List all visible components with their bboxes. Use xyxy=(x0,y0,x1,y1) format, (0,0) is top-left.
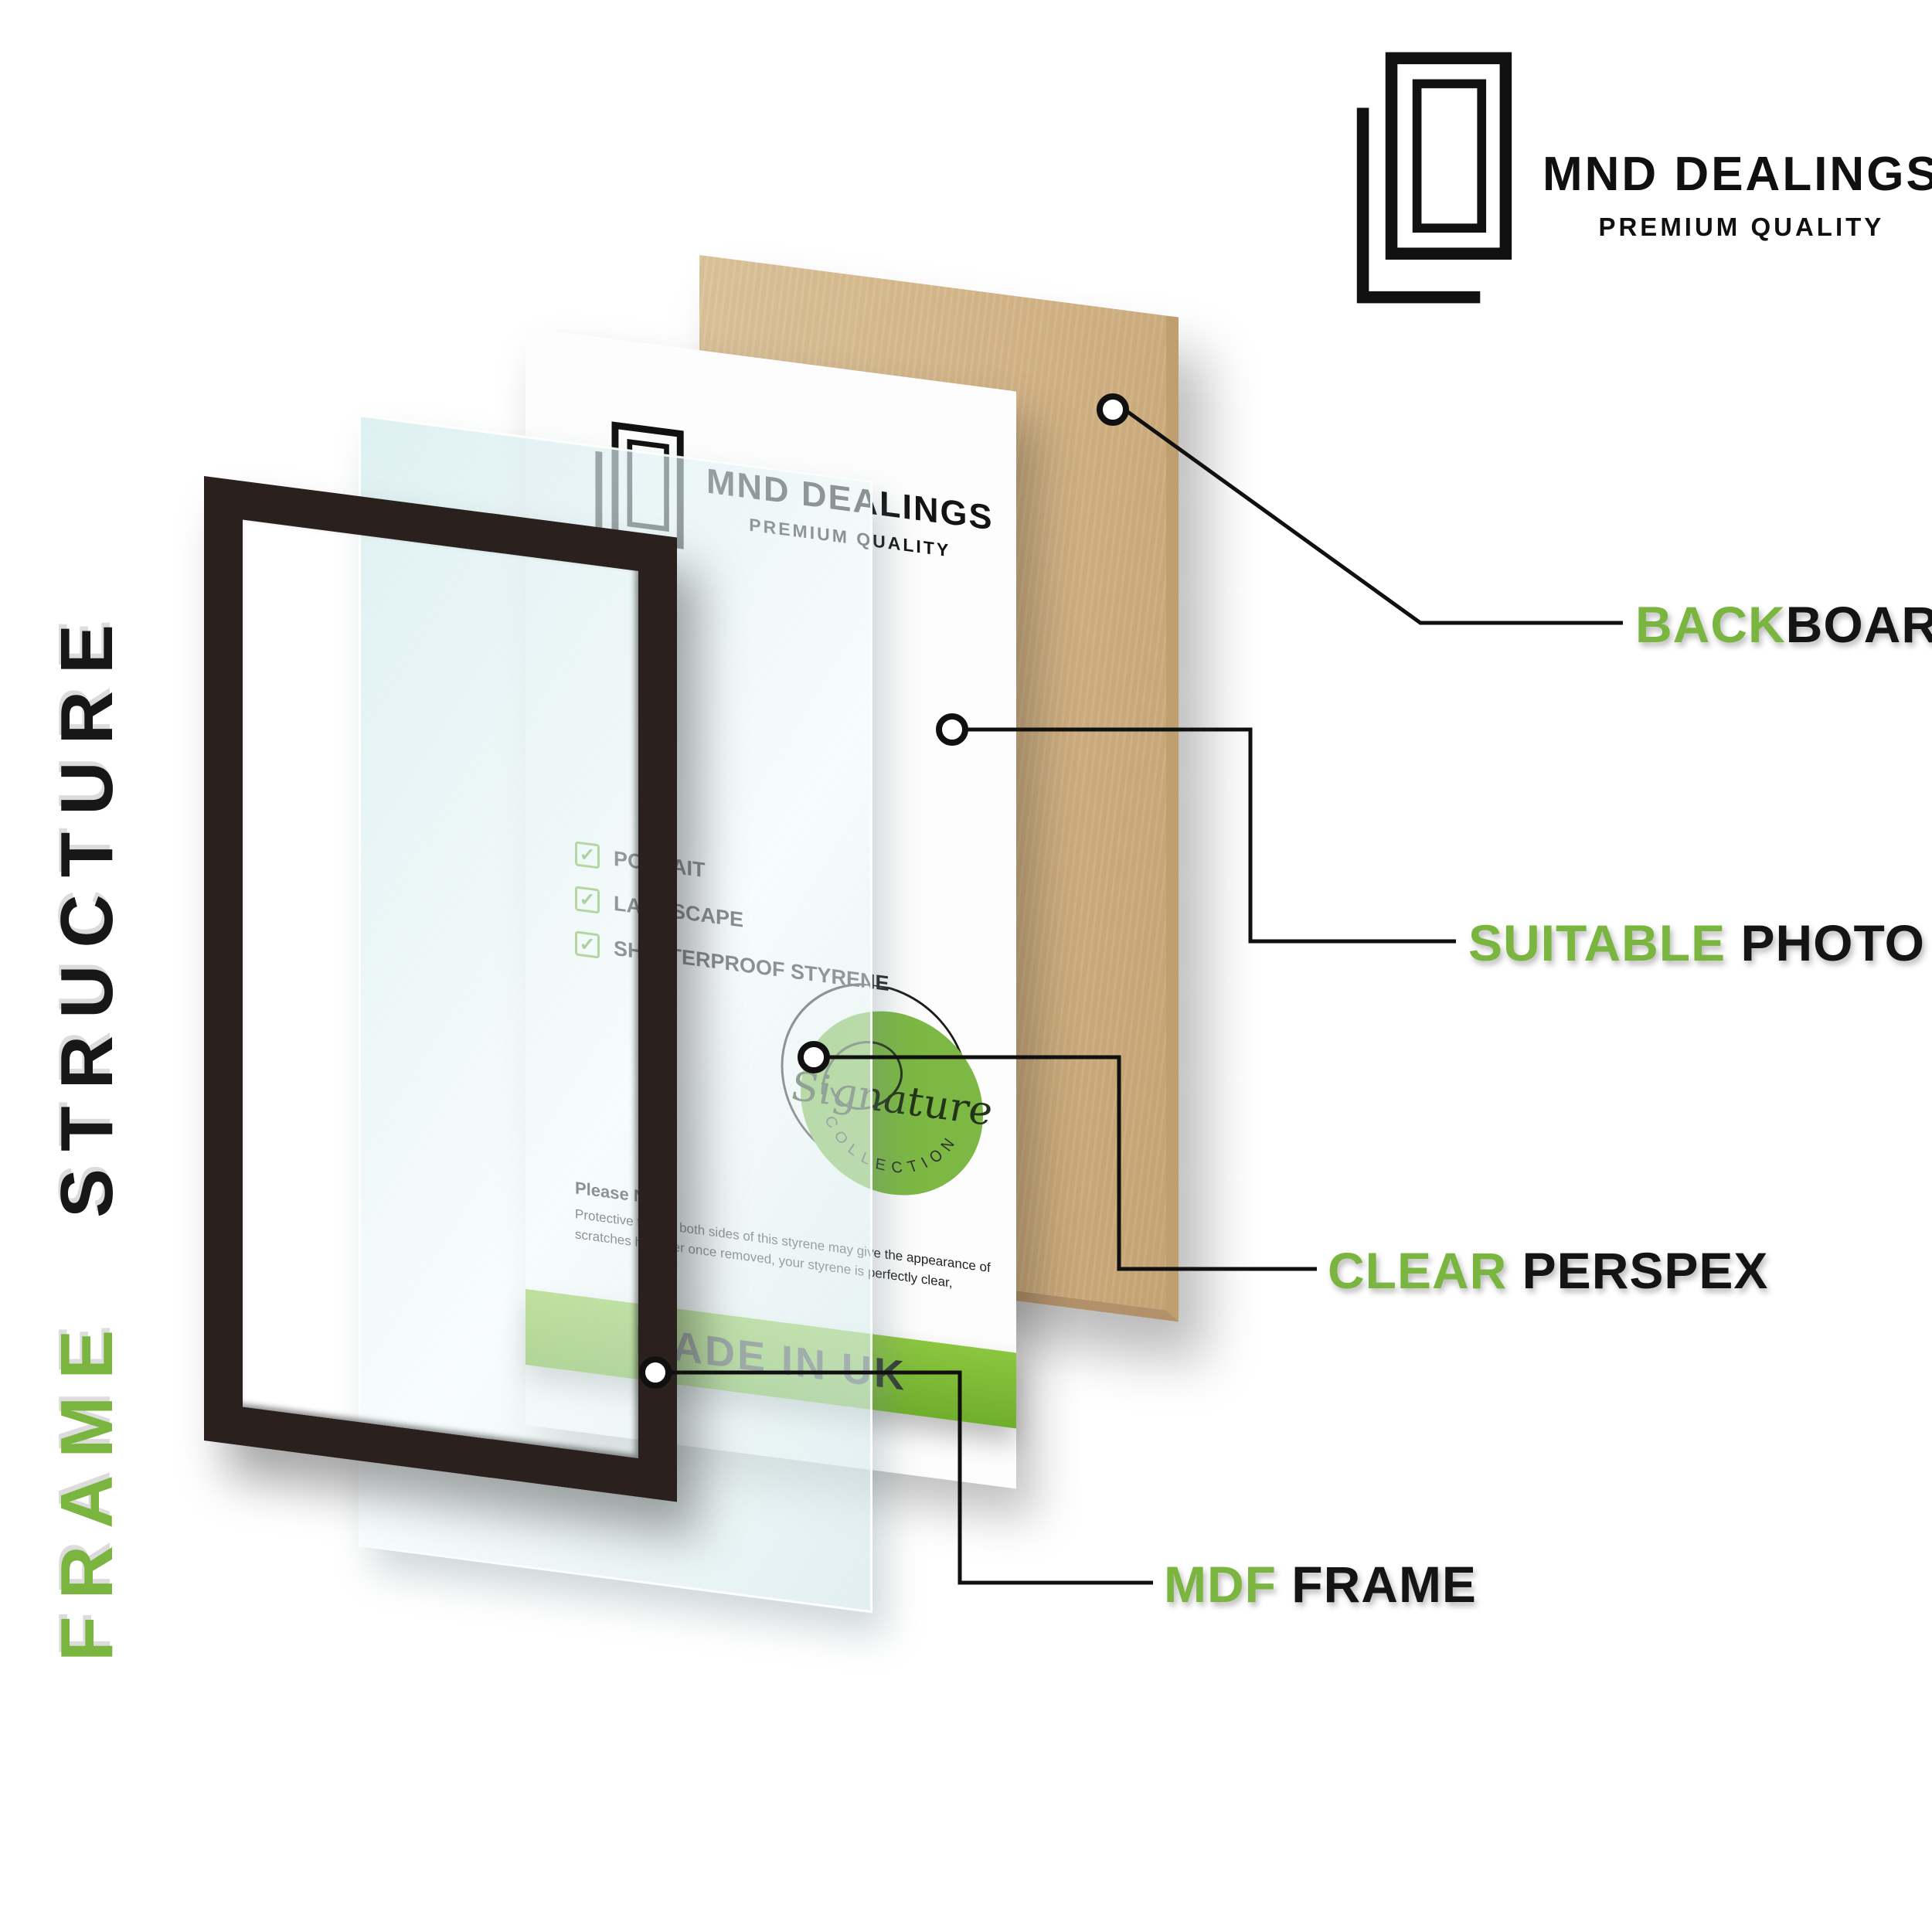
brand-logo-icon xyxy=(1356,52,1512,304)
label-mdf-frame: MDF FRAME xyxy=(1164,1555,1477,1614)
label-backboard: BACKBOARD xyxy=(1635,595,1932,654)
label-perspex-green: CLEAR xyxy=(1328,1242,1508,1299)
label-perspex-black: PERSPEX xyxy=(1507,1242,1769,1299)
label-photo-black: PHOTO xyxy=(1726,914,1925,971)
label-photo-green: SUITABLE xyxy=(1468,914,1726,971)
label-frame-black: FRAME xyxy=(1276,1556,1477,1613)
page-title-frame: FRAME xyxy=(46,1312,128,1662)
label-backboard-green: BACK xyxy=(1635,596,1786,653)
brand-tagline: PREMIUM QUALITY xyxy=(1598,213,1885,241)
mdf-frame-layer xyxy=(204,476,677,1502)
label-suitable-photo: SUITABLE PHOTO xyxy=(1468,913,1925,972)
page-title-structure: STRUCTURE xyxy=(46,607,128,1219)
page-title: FRAME STRUCTURE xyxy=(45,332,130,1662)
brand-block: MND DEALINGS PREMIUM QUALITY xyxy=(1351,48,1932,306)
brand-name: MND DEALINGS xyxy=(1543,148,1932,201)
label-backboard-black: BOARD xyxy=(1785,596,1932,653)
label-frame-green: MDF xyxy=(1164,1556,1277,1613)
callout-line-backboard xyxy=(1125,409,1623,625)
brand-text: MND DEALINGS PREMIUM QUALITY xyxy=(1543,147,1932,242)
label-clear-perspex: CLEAR PERSPEX xyxy=(1328,1241,1768,1300)
